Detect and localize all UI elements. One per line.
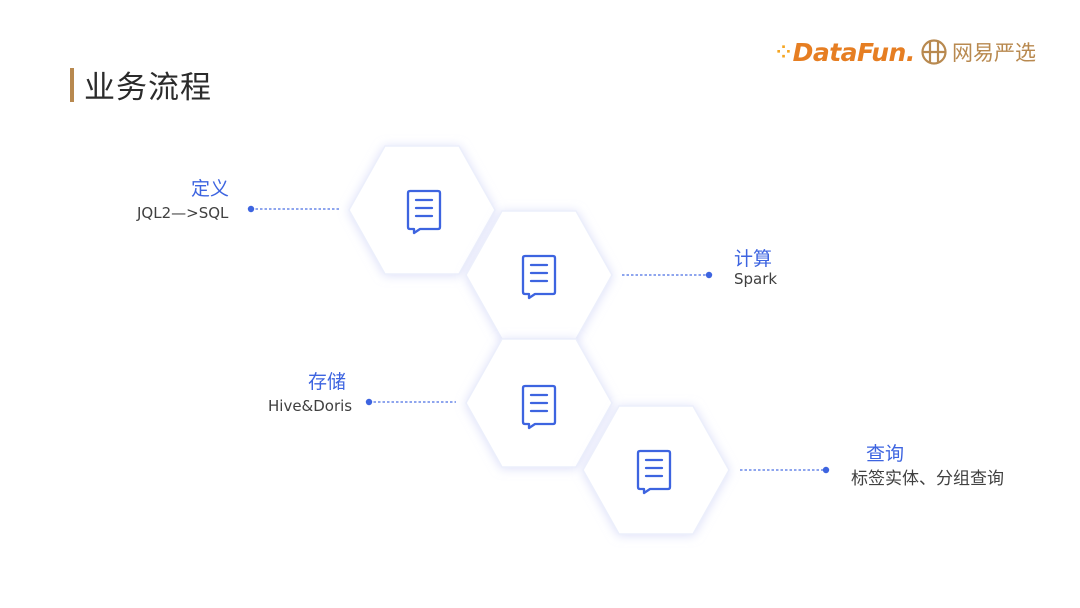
datafun-logo: ⁘DataFun. [776,34,915,70]
page-title: 业务流程 [84,70,212,106]
step-title-define: 定义 [191,178,230,200]
datafun-logo-text: DataFun. [792,37,916,67]
connector-define [247,205,339,213]
hexagon-step-compute [465,210,613,340]
connector-query [740,466,830,474]
step-title-store: 存储 [308,371,347,393]
hexagon-step-define [348,145,496,275]
connector-store [365,398,456,406]
step-desc-define: JQL2—>SQL [137,204,229,222]
step-title-query: 查询 [866,443,905,465]
title-accent-bar [70,68,74,102]
dots-icon: ⁘ [776,41,791,63]
connector-compute [622,271,713,279]
step-desc-compute: Spark [734,270,778,288]
step-desc-store: Hive&Doris [268,397,353,415]
yanxuan-logo: 网易严选 [920,34,1036,70]
step-title-compute: 计算 [734,248,773,270]
yanxuan-mark-icon [921,39,947,65]
step-desc-query: 标签实体、分组查询 [851,469,1004,489]
hexagon-step-query [582,405,730,535]
yanxuan-logo-text: 网易严选 [952,41,1036,65]
